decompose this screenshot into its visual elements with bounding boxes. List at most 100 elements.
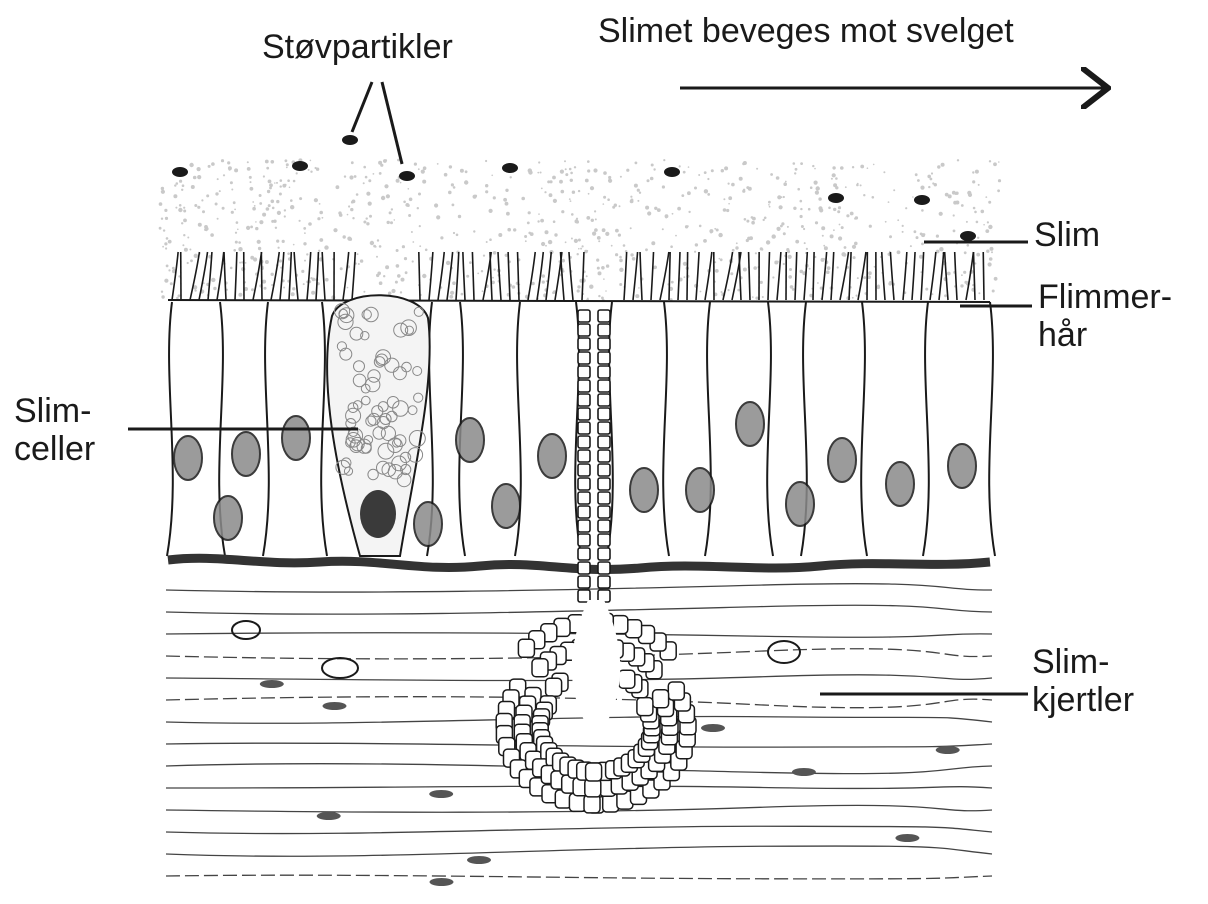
cilium xyxy=(939,252,944,300)
mucus-speck xyxy=(303,242,306,245)
mucus-speck xyxy=(390,221,393,224)
mucus-speck xyxy=(823,245,825,247)
mucus-speck xyxy=(290,199,293,202)
mucus-speck xyxy=(161,291,163,293)
mucus-speck xyxy=(552,176,556,180)
mucus-speck xyxy=(552,292,555,295)
cilium xyxy=(352,252,355,300)
mucus-speck xyxy=(623,244,626,247)
mucus-speck xyxy=(366,192,370,196)
mucus-speck xyxy=(852,297,854,299)
mucus-speck xyxy=(700,291,702,293)
mucus-speck xyxy=(458,215,461,218)
mucus-speck xyxy=(978,292,980,294)
duct-cell xyxy=(578,422,590,434)
mucus-speck xyxy=(376,256,378,258)
mucus-speck xyxy=(540,172,542,174)
mucus-speck xyxy=(793,162,796,165)
mucus-speck xyxy=(340,267,343,270)
mucus-speck xyxy=(833,183,837,187)
cilium xyxy=(438,252,444,300)
mucus-speck xyxy=(383,275,385,277)
mucus-speck xyxy=(580,248,582,250)
mucus-speck xyxy=(856,295,858,297)
mucus-speck xyxy=(744,218,747,221)
mucus-speck xyxy=(967,244,970,247)
mucus-speck xyxy=(194,254,198,258)
mucus-speck xyxy=(743,268,747,272)
mucus-speck xyxy=(485,160,487,162)
mucus-speck xyxy=(299,197,302,200)
mucus-speck xyxy=(363,166,366,169)
mucus-speck xyxy=(728,196,732,200)
mucus-speck xyxy=(231,189,233,191)
cell-nucleus xyxy=(232,432,260,476)
mucus-speck xyxy=(485,190,488,193)
mucus-speck xyxy=(769,206,771,208)
duct-cell xyxy=(598,478,610,490)
duct-cell xyxy=(578,408,590,420)
mucus-speck xyxy=(343,235,346,238)
mucus-speck xyxy=(788,275,792,279)
mucus-speck xyxy=(386,194,390,198)
mucus-speck xyxy=(486,241,488,243)
mucus-speck xyxy=(272,207,275,210)
mucus-speck xyxy=(711,169,714,172)
fiber xyxy=(166,875,992,879)
mucus-speck xyxy=(252,201,254,203)
mucus-speck xyxy=(452,281,456,285)
label-mucus-flow: Slimet beveges mot svelget xyxy=(598,12,1014,50)
duct-cell xyxy=(578,436,590,448)
mucus-speck xyxy=(921,209,924,212)
mucus-speck xyxy=(934,183,937,186)
mucus-speck xyxy=(812,165,814,167)
mucus-speck xyxy=(752,217,756,221)
mucus-speck xyxy=(760,281,763,284)
mucus-speck xyxy=(351,161,354,164)
mucus-speck xyxy=(824,246,828,250)
mucus-speck xyxy=(577,285,580,288)
mucus-speck xyxy=(277,211,281,215)
mucus-speck xyxy=(889,235,892,238)
mucus-speck xyxy=(989,160,991,162)
mucus-speck xyxy=(161,190,165,194)
mucus-speck xyxy=(419,225,421,227)
mucus-speck xyxy=(304,260,306,262)
mucus-speck xyxy=(794,172,796,174)
mucus-speck xyxy=(598,240,600,242)
cilium xyxy=(190,252,199,300)
epithelium-apical-line xyxy=(168,300,990,302)
cilium xyxy=(624,252,627,300)
mucus-speck xyxy=(276,240,279,243)
mucus-speck xyxy=(466,275,469,278)
cilium xyxy=(472,252,474,300)
mucus-speck xyxy=(422,274,426,278)
mucus-speck xyxy=(787,226,789,228)
mucus-speck xyxy=(846,214,849,217)
mucus-speck xyxy=(828,207,831,210)
mucus-speck xyxy=(595,218,597,220)
mucus-speck xyxy=(578,190,580,192)
mucus-speck xyxy=(843,253,847,257)
mucus-speck xyxy=(369,215,372,218)
mucus-speck xyxy=(228,166,232,170)
mucus-speck xyxy=(785,181,787,183)
mucus-speck xyxy=(620,176,622,178)
mucus-speck xyxy=(963,271,966,274)
mucus-speck xyxy=(925,288,928,291)
dust-particle xyxy=(960,231,976,241)
cilium xyxy=(235,252,237,300)
cilium xyxy=(921,252,924,300)
mucus-speck xyxy=(860,184,862,186)
mucus-speck xyxy=(672,213,674,215)
mucus-speck xyxy=(257,240,261,244)
mucus-speck xyxy=(237,229,239,231)
mucus-speck xyxy=(781,196,783,198)
mucus-speck xyxy=(571,213,574,216)
dust-particle xyxy=(828,193,844,203)
mucus-speck xyxy=(417,207,419,209)
mucus-speck xyxy=(850,212,854,216)
mucus-speck xyxy=(279,193,282,196)
mucus-speck xyxy=(183,207,185,209)
mucus-speck xyxy=(344,175,346,177)
